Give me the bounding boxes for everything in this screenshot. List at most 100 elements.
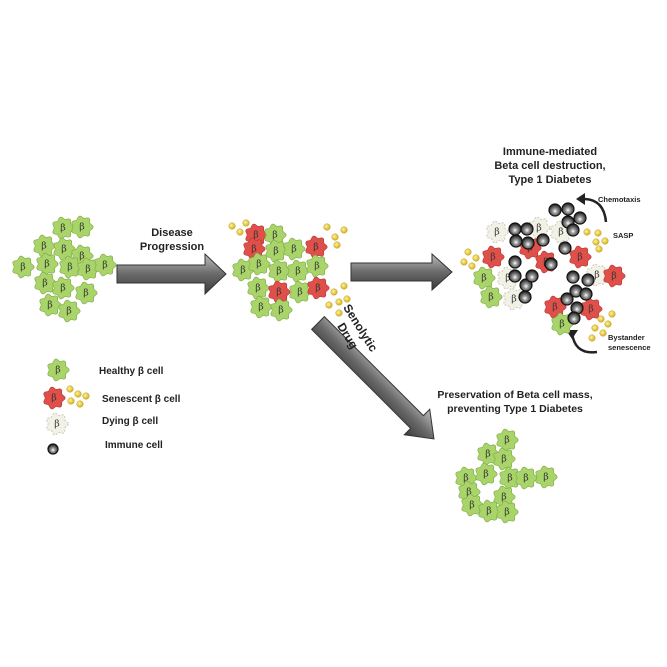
sasp-particle	[323, 223, 331, 231]
beta-symbol: β	[588, 304, 594, 315]
healthy-beta-cell: β	[478, 499, 501, 523]
immune-cell	[548, 203, 562, 217]
beta-symbol: β	[315, 283, 321, 294]
healthy-beta-cell: β	[283, 237, 306, 261]
beta-symbol: β	[469, 500, 475, 511]
senescent-beta-cell: β	[482, 245, 505, 269]
legend-label-healthy: Healthy β cell	[99, 366, 164, 377]
immune-cell	[508, 222, 522, 236]
healthy-beta-cell: β	[71, 215, 94, 239]
bystander-label-line2: senescence	[608, 343, 651, 352]
beta-symbol: β	[494, 227, 500, 238]
dying-beta-cell: β	[486, 220, 509, 244]
healthy-beta-cell: β	[268, 259, 291, 283]
beta-symbol: β	[251, 244, 257, 255]
senescent-beta-cell: β	[307, 276, 330, 300]
healthy-beta-cell: β	[58, 299, 81, 323]
beta-symbol: β	[54, 419, 60, 430]
legend-label-dying: Dying β cell	[102, 416, 158, 427]
immune-cell	[579, 287, 593, 301]
beta-symbol: β	[20, 262, 26, 273]
healthy-beta-cell: β	[34, 271, 57, 295]
sasp-particle	[460, 258, 468, 266]
immune-cell	[536, 233, 550, 247]
sasp-particle	[599, 329, 607, 337]
beta-symbol: β	[488, 292, 494, 303]
healthy-beta-cell: β	[94, 253, 117, 277]
sasp-particle	[601, 237, 609, 245]
beta-symbol: β	[505, 273, 511, 284]
destruction-title-line1: Immune-mediated	[503, 146, 597, 158]
legend: Healthy β cell Senescent β cell Dying β …	[43, 358, 181, 455]
sasp-particle	[464, 248, 472, 256]
senescent-beta-cell: β	[43, 386, 66, 410]
immune-cell	[509, 234, 523, 248]
healthy-beta-cell: β	[232, 258, 255, 282]
healthy-beta-cell: β	[53, 237, 76, 261]
preservation-title-line2: preventing Type 1 Diabetes	[447, 403, 583, 415]
sasp-particle	[343, 295, 351, 303]
beta-symbol: β	[79, 251, 85, 262]
immune-cell	[566, 223, 580, 237]
immune-cell	[521, 236, 535, 250]
beta-symbol: β	[483, 469, 489, 480]
sasp-particle	[330, 288, 338, 296]
sasp-particle	[82, 392, 90, 400]
beta-symbol: β	[501, 492, 507, 503]
healthy-beta-cell: β	[306, 254, 329, 278]
beta-symbol: β	[41, 241, 47, 252]
destruction-title-line2: Beta cell destruction,	[494, 160, 605, 172]
beta-symbol: β	[273, 246, 279, 257]
healthy-beta-cell: β	[496, 500, 519, 524]
beta-symbol: β	[278, 305, 284, 316]
immune-cell	[508, 269, 522, 283]
beta-symbol: β	[297, 287, 303, 298]
beta-symbol: β	[61, 244, 67, 255]
immune-cell	[558, 241, 572, 255]
healthy-beta-cell: β	[59, 255, 82, 279]
beta-symbol: β	[577, 252, 583, 263]
beta-symbol: β	[253, 230, 259, 241]
destruction-title-line3: Type 1 Diabetes	[509, 174, 592, 186]
sasp-particle	[76, 400, 84, 408]
beta-symbol: β	[240, 265, 246, 276]
senescent-beta-cell: β	[569, 245, 592, 269]
healthy-beta-cell: β	[77, 257, 100, 281]
beta-symbol: β	[255, 283, 261, 294]
beta-symbol: β	[102, 260, 108, 271]
sasp-particle	[325, 301, 333, 309]
immune-cell	[561, 202, 575, 216]
beta-symbol: β	[42, 278, 48, 289]
immune-cell	[566, 270, 580, 284]
sasp-particle	[595, 245, 603, 253]
beta-symbol: β	[313, 242, 319, 253]
healthy-beta-cell: β	[496, 428, 519, 452]
healthy-beta-cell: β	[499, 466, 522, 490]
beta-symbol: β	[559, 319, 565, 330]
chemotaxis-label: Chemotaxis	[598, 195, 641, 204]
healthy-beta-cell: β	[475, 462, 498, 486]
immune-cell	[567, 311, 581, 325]
beta-symbol: β	[276, 287, 282, 298]
beta-symbol: β	[67, 262, 73, 273]
destruction-arrow	[350, 252, 453, 292]
beta-symbol: β	[536, 223, 542, 234]
healthy-beta-cell: β	[52, 216, 75, 240]
beta-symbol: β	[272, 230, 278, 241]
beta-symbol: β	[507, 473, 513, 484]
sasp-particle	[594, 229, 602, 237]
beta-symbol: β	[485, 449, 491, 460]
beta-symbol: β	[295, 266, 301, 277]
healthy-beta-cell: β	[473, 266, 496, 290]
immune-cell	[508, 255, 522, 269]
beta-symbol: β	[511, 294, 517, 305]
beta-symbol: β	[611, 271, 617, 282]
healthy-beta-cell: β	[265, 239, 288, 263]
senescent-beta-cell: β	[305, 235, 328, 259]
immune-cell	[518, 290, 532, 304]
healthy-beta-cell: β	[535, 465, 558, 489]
bystander-label-line1: Bystander	[608, 333, 645, 342]
